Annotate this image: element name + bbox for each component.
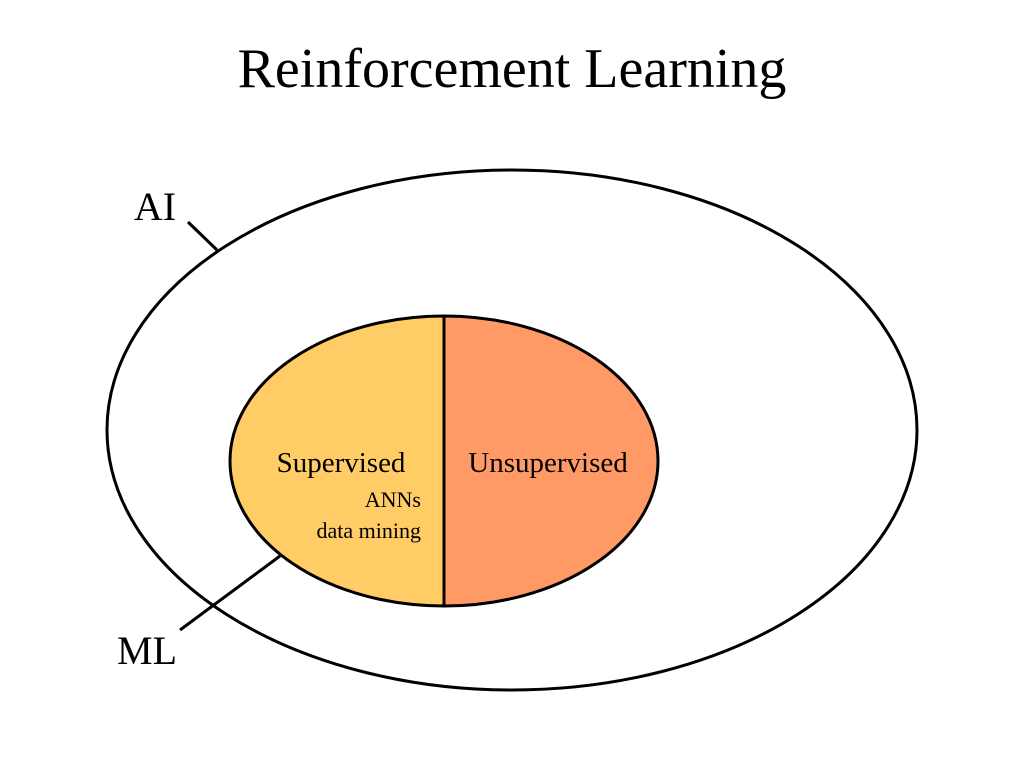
supervised-region bbox=[228, 314, 446, 608]
unsupervised-region bbox=[442, 314, 660, 608]
ml-callout-line bbox=[179, 554, 281, 632]
supervised-label: Supervised bbox=[277, 447, 406, 479]
data-mining-label: data mining bbox=[317, 518, 421, 543]
anns-label: ANNs bbox=[365, 487, 421, 512]
ai-label: AI bbox=[134, 184, 176, 229]
slide-title: Reinforcement Learning bbox=[237, 38, 787, 100]
unsupervised-label: Unsupervised bbox=[468, 447, 628, 479]
ml-label: ML bbox=[117, 628, 177, 673]
ai-callout-line bbox=[186, 220, 219, 252]
